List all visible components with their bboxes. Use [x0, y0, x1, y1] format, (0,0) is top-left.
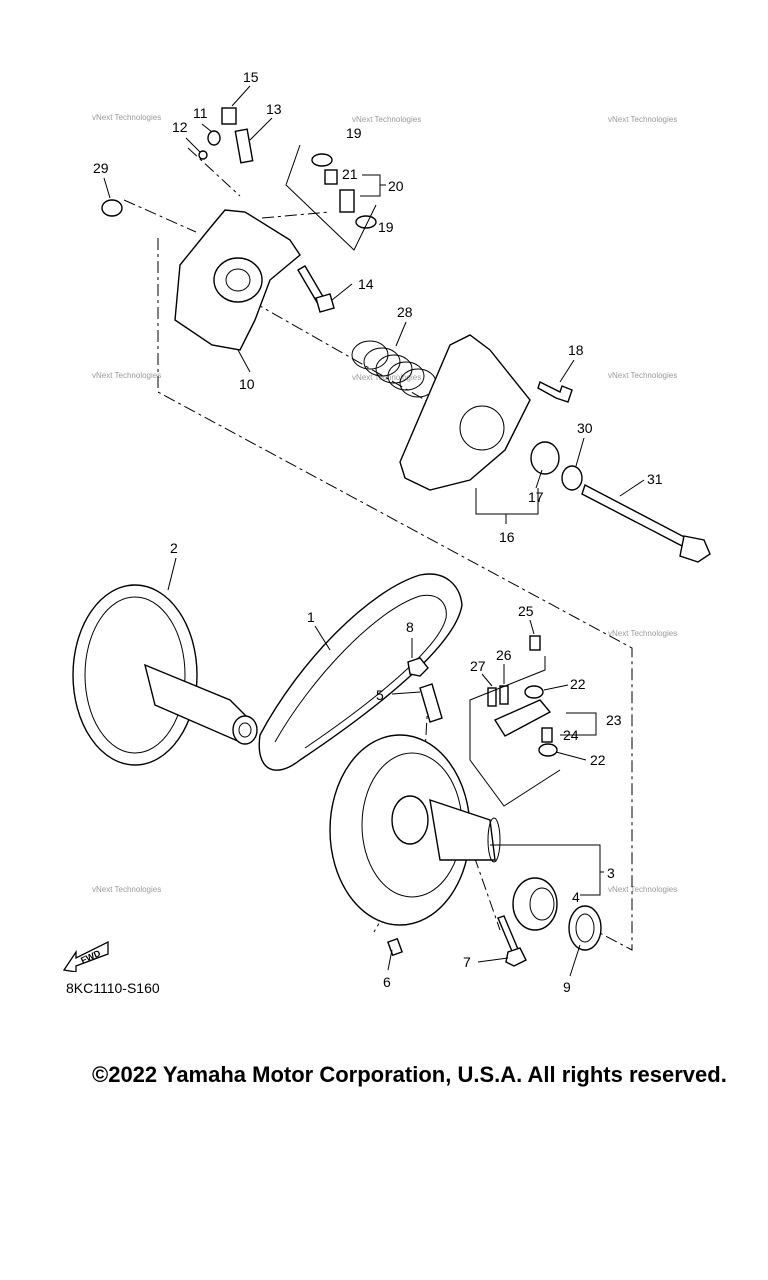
callout-5: 5: [376, 687, 384, 703]
callout-6: 6: [383, 974, 391, 990]
bearing-and-washer: [512, 877, 602, 951]
callout-15: 15: [243, 69, 259, 85]
callout-14: 14: [358, 276, 374, 292]
callout-8: 8: [406, 619, 414, 635]
fwd-label: FWD: [79, 948, 102, 966]
callout-26: 26: [496, 647, 512, 663]
callout-3: 3: [607, 865, 615, 881]
callout-30: 30: [577, 420, 593, 436]
callout-23: 23: [606, 712, 622, 728]
callout-7: 7: [463, 954, 471, 970]
callout-29: 29: [93, 160, 109, 176]
callout-18: 18: [568, 342, 584, 358]
watermark: vNext Technologies: [352, 115, 421, 124]
callout-21: 21: [342, 166, 358, 182]
callout-31: 31: [647, 471, 663, 487]
callout-19: 19: [346, 125, 362, 141]
callout-2: 2: [170, 540, 178, 556]
callout-28: 28: [397, 304, 413, 320]
watermark: vNext Technologies: [608, 115, 677, 124]
callout-9: 9: [563, 979, 571, 995]
watermark: vNext Technologies: [92, 885, 161, 894]
callout-4: 4: [572, 889, 580, 905]
fwd-arrow-icon: FWD: [62, 936, 112, 977]
diagram-code: 8KC1110-S160: [66, 980, 160, 996]
callout-12: 12: [172, 119, 188, 135]
callout-27: 27: [470, 658, 486, 674]
watermark: vNext Technologies: [608, 371, 677, 380]
callout-1: 1: [307, 609, 315, 625]
cam-arm-parts: [469, 635, 561, 807]
watermark: vNext Technologies: [608, 885, 677, 894]
primary-fixed-sheave: [72, 584, 258, 766]
callout-20: 20: [388, 178, 404, 194]
callout-17: 17: [528, 489, 544, 505]
drive-belt: [258, 573, 463, 771]
leader-lines: [103, 85, 645, 977]
callout-11: 11: [193, 105, 208, 121]
callout-10: 10: [239, 376, 255, 392]
callout-22: 22: [570, 676, 586, 692]
spider-assembly: [101, 107, 377, 351]
callout-22b: 22: [590, 752, 606, 768]
secondary-sheave: [329, 734, 501, 926]
watermark: vNext Technologies: [92, 371, 161, 380]
watermark: vNext Technologies: [608, 629, 677, 638]
callout-25: 25: [518, 603, 534, 619]
copyright-text: ©2022 Yamaha Motor Corporation, U.S.A. A…: [92, 1062, 727, 1087]
callout-16: 16: [499, 529, 515, 545]
callout-13: 13: [266, 101, 282, 117]
callout-19b: 19: [378, 219, 394, 235]
watermark: vNext Technologies: [92, 113, 161, 122]
spring-and-cover: [351, 334, 711, 563]
